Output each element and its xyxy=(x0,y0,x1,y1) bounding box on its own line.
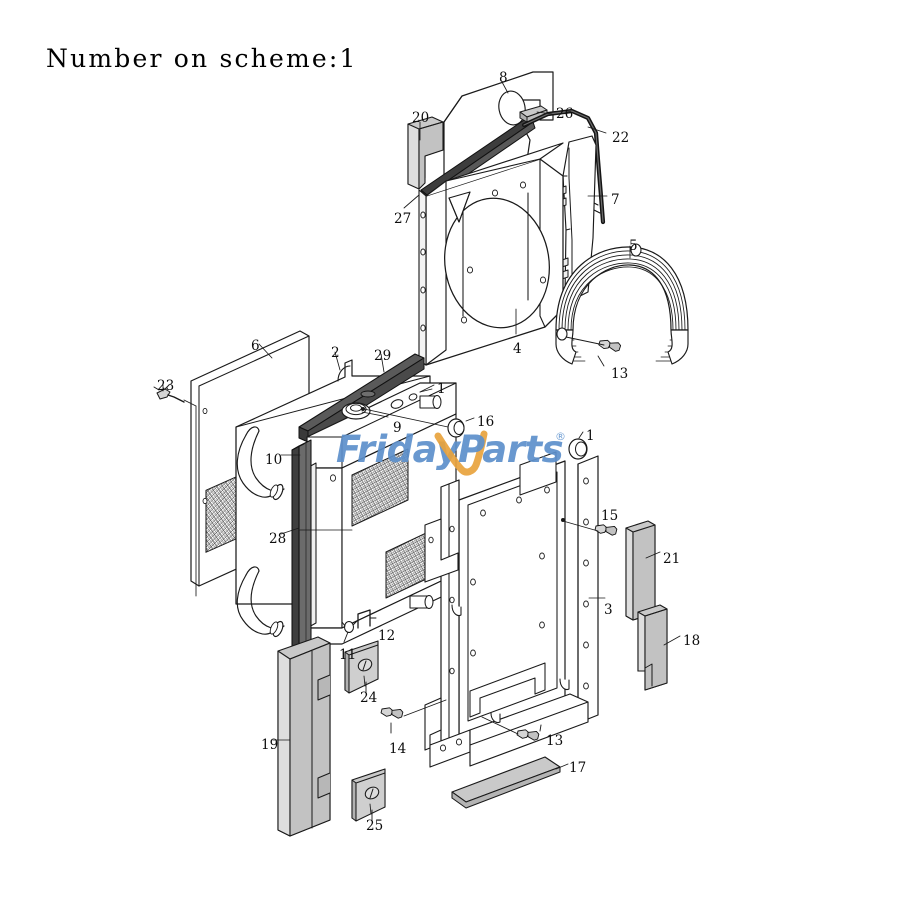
callout-number-12: 12 xyxy=(378,628,396,644)
part-18-block xyxy=(637,604,668,691)
part-25-mount xyxy=(351,768,386,822)
part-12-clip xyxy=(357,609,377,629)
callout-number-2: 2 xyxy=(331,345,340,361)
callout-number-27: 27 xyxy=(394,211,412,227)
callout-number-15: 15 xyxy=(601,508,619,524)
part-10-hoses xyxy=(236,426,285,638)
part-24-mount xyxy=(344,640,379,694)
callout-number-14: 14 xyxy=(389,741,407,757)
callout-number-1: 1 xyxy=(586,428,595,444)
part-14-bolt xyxy=(379,704,404,721)
callout-number-24: 24 xyxy=(360,690,378,706)
callout-number-4: 4 xyxy=(513,341,522,357)
part-17-plate xyxy=(451,756,561,809)
part-23-wing-bolt xyxy=(153,384,197,597)
part-13-bolt-upper xyxy=(597,336,622,354)
callout-number-13: 13 xyxy=(546,733,564,749)
callout-number-8: 8 xyxy=(499,70,508,86)
callout-number-21: 21 xyxy=(663,551,681,567)
callout-number-13: 13 xyxy=(611,366,629,382)
part-4-fan-shroud xyxy=(418,142,564,366)
callout-number-5: 5 xyxy=(629,238,638,254)
callout-number-23: 23 xyxy=(157,378,175,394)
callout-number-17: 17 xyxy=(569,760,587,776)
callout-number-10: 10 xyxy=(265,452,283,468)
part-21-block xyxy=(625,520,656,621)
part-11-fastener xyxy=(341,620,358,643)
callout-number-26: 26 xyxy=(556,106,574,122)
part-20-block xyxy=(407,116,444,190)
callout-number-28: 28 xyxy=(269,531,287,547)
callout-number-18: 18 xyxy=(683,633,701,649)
callout-number-16: 16 xyxy=(477,414,495,430)
callout-number-3: 3 xyxy=(604,602,613,618)
callout-number-25: 25 xyxy=(366,818,384,834)
callout-number-19: 19 xyxy=(261,737,279,753)
callout-number-9: 9 xyxy=(393,420,402,436)
part-1b-grommet xyxy=(568,431,588,460)
callout-number-20: 20 xyxy=(412,110,430,126)
callout-number-11: 11 xyxy=(339,647,357,663)
callout-number-22: 22 xyxy=(612,130,630,146)
callout-number-7: 7 xyxy=(611,192,620,208)
callout-number-29: 29 xyxy=(374,348,392,364)
callout-number-1: 1 xyxy=(437,381,446,397)
part-3-main-frame xyxy=(424,439,599,768)
part-22-hose xyxy=(521,108,606,225)
callout-number-6: 6 xyxy=(251,338,260,354)
part-5-ribbed-guard xyxy=(555,243,689,365)
page-title: Number on scheme:1 xyxy=(46,44,358,73)
part-19-block xyxy=(277,636,331,837)
